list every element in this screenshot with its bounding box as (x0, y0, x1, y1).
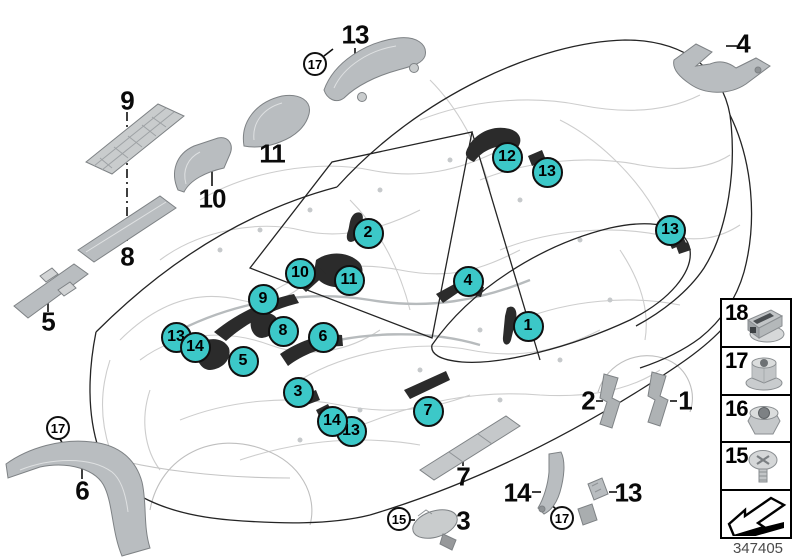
part-number-label: 9 (120, 85, 135, 116)
part-callout-balloon[interactable]: 2 (352, 217, 384, 249)
part-callout-balloon[interactable]: 9 (247, 283, 279, 315)
part-callout-balloon[interactable]: 13 (654, 214, 686, 246)
part-drawings-gray (5, 37, 771, 557)
part-callout-balloon[interactable]: 5 (227, 345, 259, 377)
part-drawing-13-box-b (577, 503, 598, 526)
part-callout-balloon[interactable]: 1 (512, 310, 544, 342)
part-number-label: 8 (120, 241, 135, 272)
part-number-label: 10 (198, 183, 227, 214)
part-drawing-2 (599, 373, 621, 429)
direction-arrow-icon (727, 496, 787, 537)
part-number-label: 13 (341, 19, 370, 50)
ref-callout-balloon[interactable]: 17 (46, 416, 70, 440)
sidebar-item-16[interactable]: 16 (722, 395, 790, 444)
part-number-label: 7 (456, 461, 471, 492)
part-number-label: 2 (581, 385, 596, 416)
part-drawing-1 (647, 371, 669, 427)
ref-callout-balloon[interactable]: 15 (387, 507, 411, 531)
part-callout-balloon[interactable]: 14 (179, 331, 211, 363)
part-callout-balloon[interactable]: 3 (282, 376, 314, 408)
sidebar-item-number: 17 (725, 347, 749, 373)
part-callout-balloon[interactable]: 12 (491, 141, 523, 173)
hex-nut-icon (747, 406, 781, 435)
part-callout-balloon[interactable]: 7 (412, 395, 444, 427)
part-drawing-9 (85, 103, 185, 175)
part-callout-balloon[interactable]: 4 (452, 265, 484, 297)
screw-icon (748, 450, 778, 483)
part-number-label: 3 (456, 505, 471, 536)
sidebar-item-18[interactable]: 18 (722, 300, 790, 348)
part-number-label: 5 (41, 306, 56, 337)
part-drawing-13-top (323, 37, 426, 102)
drawing-number: 347405 (732, 540, 784, 557)
part-callout-balloon[interactable]: 8 (267, 315, 299, 347)
sidebar-item-arrow[interactable] (722, 491, 790, 537)
fasteners-sidebar: 18 17 16 15 (720, 298, 792, 539)
cable-clip-icon (746, 309, 785, 343)
ref-callout-balloon[interactable]: 17 (303, 52, 327, 76)
part-number-label: 11 (259, 138, 285, 169)
part-callout-balloon[interactable]: 6 (307, 321, 339, 353)
car-body-outline (89, 39, 753, 524)
part-number-label: 14 (503, 477, 532, 508)
part-drawing-3 (412, 509, 458, 551)
part-callout-balloon[interactable]: 10 (284, 257, 316, 289)
ref-callout-balloon[interactable]: 17 (550, 506, 574, 530)
sidebar-item-15[interactable]: 15 (722, 443, 790, 492)
part-drawing-13-box-a (587, 477, 609, 501)
sidebar-item-17[interactable]: 17 (722, 347, 790, 396)
part-number-label: 1 (678, 385, 693, 416)
part-drawing-4 (673, 43, 771, 93)
part-callout-balloon[interactable]: 13 (531, 156, 563, 188)
part-number-label: 6 (75, 475, 90, 506)
part-drawing-6 (5, 440, 151, 557)
part-drawing-7 (419, 415, 521, 481)
part-drawing-8 (77, 195, 177, 263)
sidebar-item-number: 18 (725, 300, 749, 325)
part-number-label: 4 (736, 28, 751, 59)
part-callout-balloon[interactable]: 11 (333, 264, 365, 296)
part-drawing-11 (242, 94, 310, 148)
part-drawing-5 (13, 263, 89, 319)
sidebar-item-number: 16 (725, 395, 749, 421)
flange-nut-icon (745, 357, 783, 391)
part-drawing-14 (537, 451, 565, 515)
part-number-label: 13 (614, 477, 643, 508)
sidebar-item-number: 15 (725, 443, 749, 469)
part-drawing-10 (174, 137, 232, 193)
part-callout-balloon[interactable]: 14 (316, 405, 348, 437)
